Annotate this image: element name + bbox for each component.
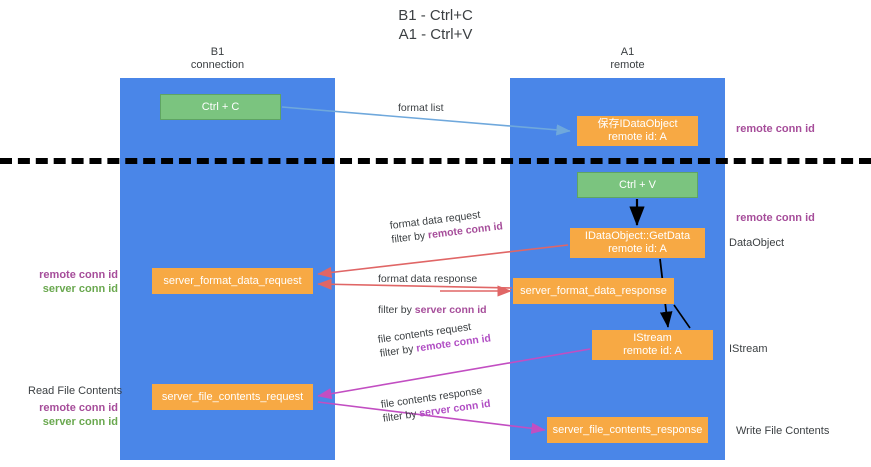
node-ctrl-v[interactable]: Ctrl + V <box>577 172 698 198</box>
node-getdata[interactable]: IDataObject::GetData remote id: A <box>570 228 705 258</box>
node-istream-label: IStream <box>633 332 672 344</box>
edge-label-format-list-text: format list <box>398 102 444 114</box>
column-a1-role: remote <box>610 59 645 71</box>
annotation-remote-conn-id-top: remote conn id <box>736 123 815 135</box>
filter-prefix: filter by <box>378 304 415 316</box>
node-ctrl-c-label: Ctrl + C <box>201 100 240 113</box>
annotation-left-remote-conn-id-2: remote conn id <box>39 402 118 414</box>
filter-prefix: filter by <box>382 407 421 425</box>
node-server-format-data-response[interactable]: server_format_data_response <box>513 278 674 304</box>
edge-label-format-data-response: format data response filter by server co… <box>378 272 487 317</box>
filter-prefix: filter by <box>390 229 429 246</box>
annotation-left-conn-ids-top: remote conn id server conn id <box>22 268 118 296</box>
node-server-file-contents-response[interactable]: server_file_contents_response <box>547 417 708 443</box>
filter-prefix: filter by <box>379 342 418 360</box>
node-server-format-data-response-label: server_format_data_response <box>520 284 667 297</box>
annotation-left-remote-conn-id-1: remote conn id <box>39 269 118 281</box>
node-getdata-sublabel: remote id: A <box>608 243 667 255</box>
title-line-1: B1 - Ctrl+C <box>398 7 473 24</box>
node-dataobject-label: 保存IDataObject <box>597 118 678 130</box>
node-server-file-contents-request-label: server_file_contents_request <box>161 390 304 403</box>
node-server-file-contents-response-label: server_file_contents_response <box>552 423 703 436</box>
column-header-a1: A1 remote <box>565 46 690 72</box>
annotation-dataobject: DataObject <box>729 237 785 249</box>
node-ctrl-c[interactable]: Ctrl + C <box>160 94 281 120</box>
section-divider <box>0 158 871 164</box>
edge-label-format-list: format list <box>398 101 444 115</box>
node-istream-sublabel: remote id: A <box>623 345 682 357</box>
edge-label-format-data-request: format data request filter by remote con… <box>389 205 504 246</box>
edge-label-file-contents-response: file contents response filter by server … <box>380 383 491 426</box>
page-title: B1 - Ctrl+C A1 - Ctrl+V <box>0 6 871 44</box>
title-line-2: A1 - Ctrl+V <box>398 26 473 43</box>
node-server-format-data-request[interactable]: server_format_data_request <box>152 268 313 294</box>
node-istream[interactable]: IStream remote id: A <box>592 330 713 360</box>
filter-key-server-conn-id: server conn id <box>414 304 487 316</box>
node-server-file-contents-request[interactable]: server_file_contents_request <box>152 384 313 410</box>
edge-label-format-data-response-filter: filter by server conn id <box>378 303 487 317</box>
annotation-read-file-contents: Read File Contents <box>28 385 123 397</box>
column-header-b1: B1 connection <box>155 46 280 72</box>
annotation-left-server-conn-id-2: server conn id <box>42 416 118 428</box>
column-b1-role: connection <box>190 59 245 71</box>
edge-label-file-contents-request: file contents request filter by remote c… <box>377 317 492 360</box>
annotation-left-server-conn-id-1: server conn id <box>42 283 118 295</box>
annotation-istream: IStream <box>729 343 768 355</box>
column-b1-name: B1 <box>210 46 225 58</box>
edge-label-format-data-response-text: format data response <box>378 273 478 285</box>
annotation-remote-conn-id-mid: remote conn id <box>736 212 815 224</box>
node-getdata-label: IDataObject::GetData <box>584 230 691 242</box>
node-ctrl-v-label: Ctrl + V <box>619 178 656 191</box>
node-dataobject[interactable]: 保存IDataObject remote id: A <box>577 116 698 146</box>
annotation-write-file-contents: Write File Contents <box>736 425 830 437</box>
node-server-format-data-request-label: server_format_data_request <box>163 274 302 287</box>
annotation-left-conn-ids-bottom: remote conn id server conn id <box>22 401 118 429</box>
column-a1-name: A1 <box>620 46 635 58</box>
node-dataobject-sublabel: remote id: A <box>608 131 667 143</box>
